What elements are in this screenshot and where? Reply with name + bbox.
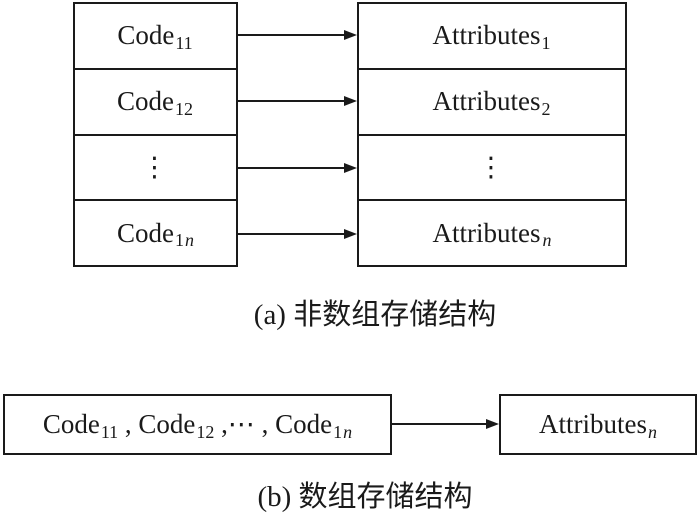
mapping-arrow-1 [238, 30, 357, 40]
caption-a: (a) 非数组存储结构 [253, 299, 497, 331]
separator: , [118, 409, 139, 439]
attributes-subscript: 1 [541, 32, 551, 53]
vertical-ellipsis: ⋮ [477, 151, 505, 182]
code-subscript: 12 [175, 98, 193, 119]
code-subscript: 11 [100, 421, 119, 442]
attributes-subscript: 2 [541, 98, 551, 119]
code-subscript: 12 [196, 421, 215, 442]
code-label: Code [138, 409, 196, 439]
arrow-shaft [392, 423, 486, 425]
attributes-subscript-italic: n [648, 421, 657, 442]
arrow-shaft [238, 167, 344, 169]
array-mapping-arrow [392, 419, 499, 429]
code-subscript-italic: n [343, 421, 353, 442]
arrowhead-icon [486, 419, 499, 429]
code-cell-ellipsis: ⋮ [75, 133, 236, 200]
code-label: Code [117, 217, 174, 248]
caption-b: (b) 数组存储结构 [257, 481, 473, 513]
vertical-ellipsis: ⋮ [141, 151, 168, 182]
code-label: Code [117, 86, 174, 117]
attributes-cell-ellipsis: ⋮ [359, 133, 625, 200]
code-label: Code [117, 20, 175, 51]
arrowhead-icon [344, 30, 357, 40]
code-subscript: 1 [333, 421, 343, 442]
code-label: Code [275, 409, 333, 439]
arrow-shaft [238, 34, 344, 36]
code-subscript: 1 [175, 230, 184, 251]
arrowhead-icon [344, 229, 357, 239]
arrow-shaft [238, 233, 344, 235]
arrowhead-icon [344, 96, 357, 106]
separator-ellipsis: ,⋯ , [214, 409, 276, 439]
attributes-label: Attributes [432, 217, 541, 248]
code-label: Code [42, 409, 100, 439]
mapping-arrow-4 [238, 229, 357, 239]
mapping-arrow-2 [238, 96, 357, 106]
code-subscript: 11 [175, 32, 193, 53]
attributes-label: Attributes [432, 20, 541, 51]
attributes-label: Attributes [539, 409, 647, 439]
code-subscript-italic: n [185, 230, 194, 251]
attributes-subscript-italic: n [542, 230, 552, 251]
arrowhead-icon [344, 163, 357, 173]
arrow-shaft [238, 100, 344, 102]
mapping-arrow-3 [238, 163, 357, 173]
attributes-label: Attributes [432, 86, 541, 117]
